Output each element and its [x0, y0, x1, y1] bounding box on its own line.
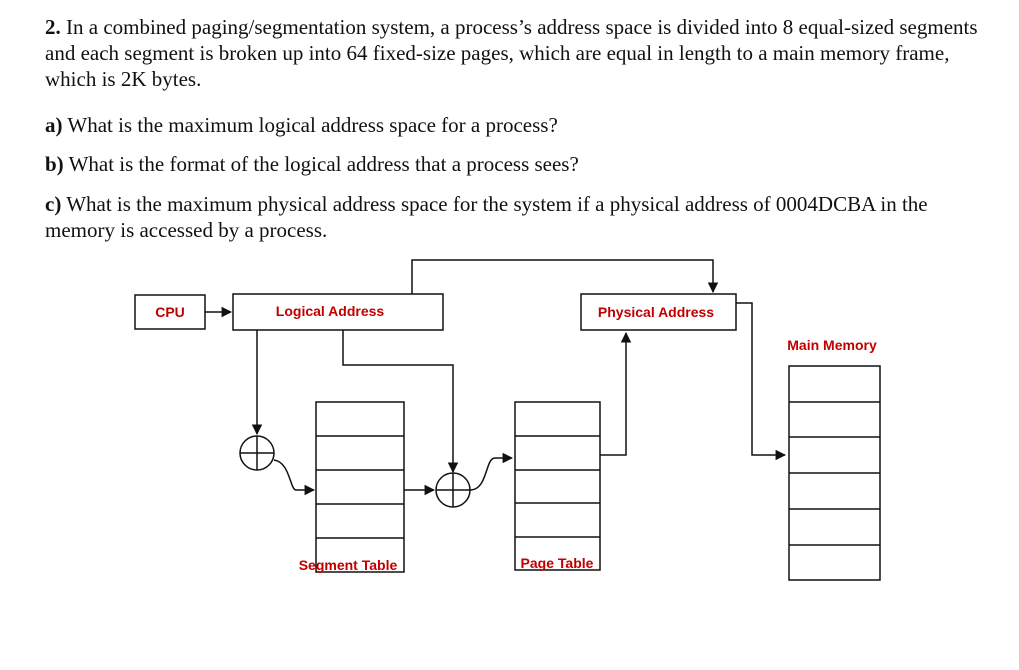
question-c-label: c) — [45, 192, 62, 216]
physical-address-box — [580, 293, 737, 331]
page-table-to-physical-arrow — [600, 331, 632, 456]
page-adder-icon — [435, 472, 471, 508]
physical-to-memory-arrow — [736, 302, 787, 461]
segment-adder-to-table-arrow — [273, 459, 316, 496]
offset-connector — [411, 259, 719, 294]
logical-address-label: Logical Address — [276, 303, 385, 319]
question-a-label: a) — [45, 113, 63, 137]
question-b: b) What is the format of the logical add… — [45, 151, 579, 177]
question-b-label: b) — [45, 152, 64, 176]
physical-address-label: Physical Address — [598, 304, 714, 320]
segment-table-label: Segment Table — [299, 557, 398, 573]
cpu-box — [134, 294, 206, 330]
question-number: 2. — [45, 15, 61, 39]
main-memory-label: Main Memory — [787, 337, 877, 353]
question-a: a) What is the maximum logical address s… — [45, 112, 558, 138]
segment-table — [315, 401, 405, 573]
question-c: c) What is the maximum physical address … — [45, 191, 995, 243]
question-intro: 2. In a combined paging/segmentation sys… — [45, 14, 995, 92]
main-memory — [788, 365, 881, 581]
page-table-label: Page Table — [521, 555, 594, 571]
question-intro-text: In a combined paging/segmentation system… — [45, 15, 978, 91]
question-c-text: What is the maximum physical address spa… — [45, 192, 928, 242]
question-a-text: What is the maximum logical address spac… — [67, 113, 558, 137]
segment-adder-icon — [239, 435, 275, 471]
page-adder-to-table-arrow — [469, 452, 514, 491]
page-number-line — [342, 330, 459, 474]
cpu-label: CPU — [155, 304, 185, 320]
question-b-text: What is the format of the logical addres… — [68, 152, 579, 176]
logical-address-box — [232, 293, 444, 331]
page-table — [514, 401, 601, 571]
